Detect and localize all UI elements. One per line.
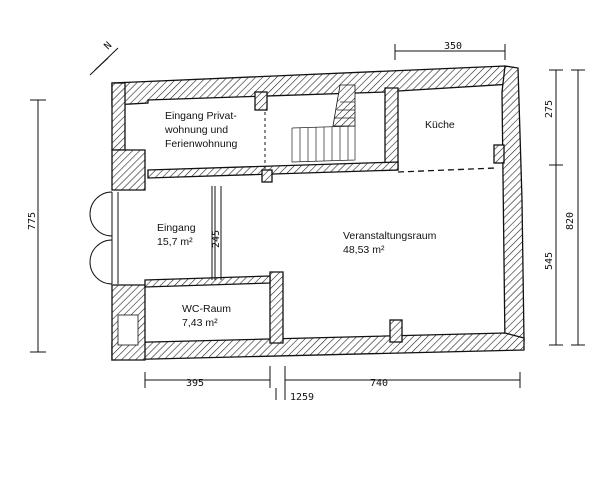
- dim-entrance-height: 245: [211, 230, 222, 248]
- event-room-area: 48,53 m²: [343, 244, 385, 256]
- partition-post: [261, 169, 273, 183]
- event-room-label: Veranstaltungsraum: [343, 230, 437, 242]
- left-wall-upper: [111, 82, 126, 151]
- dim-right-lower: 545: [544, 252, 555, 270]
- dim-bottom-total: 1259: [290, 392, 314, 403]
- room-labels: Eingang Privat- wohnung und Ferienwohnun…: [157, 110, 455, 329]
- private-entrance-label-3: Ferienwohnung: [165, 138, 238, 150]
- svg-text:N: N: [102, 40, 114, 52]
- top-wall: [111, 65, 513, 106]
- right-wall: [501, 65, 525, 346]
- wc-partition-right: [269, 271, 284, 344]
- kitchen-boundary: [397, 167, 497, 173]
- interior-walls: [144, 87, 505, 344]
- entrance-label: Eingang: [157, 222, 196, 234]
- dim-left-total: 775: [27, 212, 38, 230]
- dim-bottom-left: 395: [186, 378, 204, 389]
- staircase: [291, 84, 356, 163]
- upper-stub: [254, 91, 268, 111]
- dim-right-upper: 275: [544, 100, 555, 118]
- dim-bottom-right: 740: [370, 378, 388, 389]
- stair-wall: [384, 87, 399, 171]
- kitchen-stub: [493, 144, 505, 164]
- wc-label: WC-Raum: [182, 303, 231, 315]
- dimension-lines: 350 275 545 820 775 245 395 740 1259: [27, 41, 585, 403]
- dim-top: 350: [444, 41, 462, 52]
- bottom-stub: [389, 319, 403, 343]
- private-entrance-label-1: Eingang Privat-: [165, 110, 237, 122]
- bottom-wall: [111, 332, 525, 361]
- wc-partition-top: [144, 275, 271, 288]
- left-pillar: [111, 149, 146, 191]
- outer-walls: [111, 65, 525, 361]
- entrance-doors: [89, 191, 119, 285]
- kitchen-label: Küche: [425, 119, 455, 131]
- dim-right-total: 820: [565, 212, 576, 230]
- upper-partition: [147, 161, 399, 179]
- wall-niche: [117, 314, 139, 346]
- wc-area: 7,43 m²: [182, 317, 218, 329]
- private-entrance-label-2: wohnung und: [164, 124, 228, 136]
- entrance-area: 15,7 m²: [157, 236, 193, 248]
- north-arrow-icon: N: [89, 40, 119, 76]
